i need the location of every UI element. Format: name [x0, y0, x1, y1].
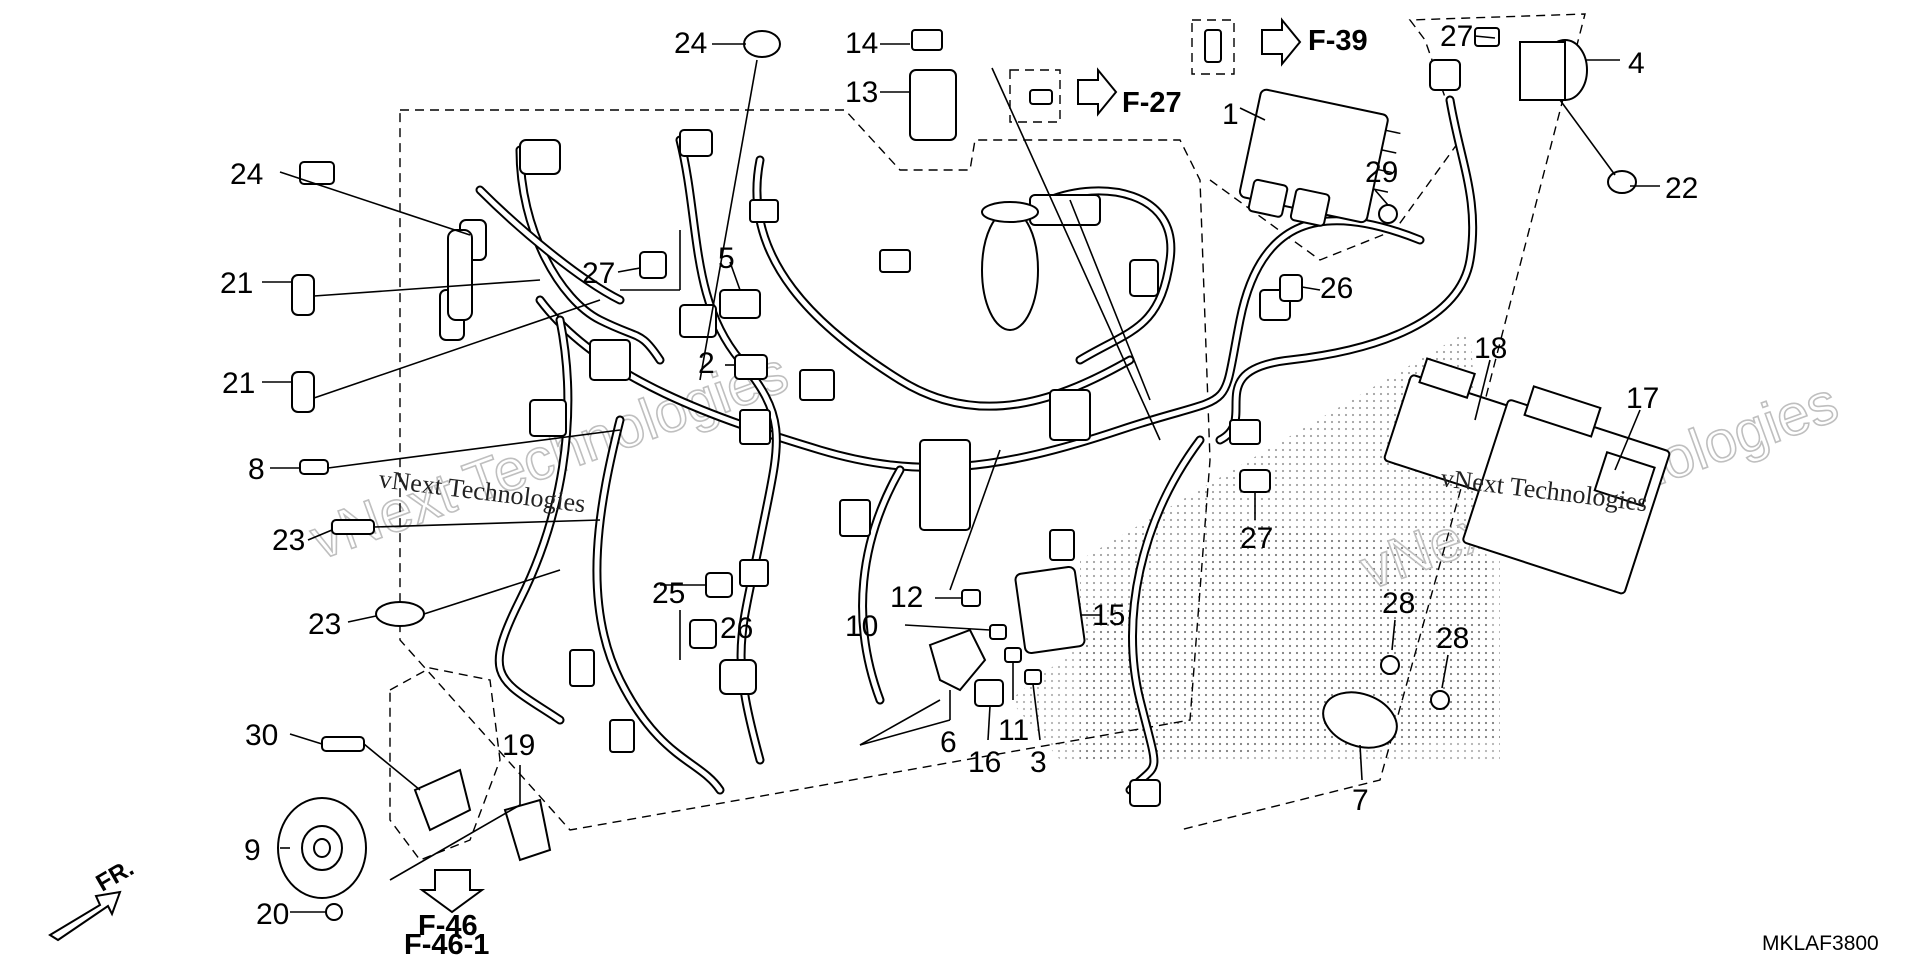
callout-21-b: 21 — [222, 367, 255, 400]
direction-arrow-icon — [48, 890, 122, 942]
callout-17: 17 — [1626, 382, 1659, 415]
part-8-terminal — [299, 459, 329, 475]
callout-26-lower: 26 — [720, 612, 753, 645]
part-21-clip-a — [291, 274, 315, 316]
part-25-clip — [705, 572, 733, 598]
arrow-f46 — [418, 869, 486, 914]
arrow-f39 — [1261, 17, 1302, 67]
callout-30: 30 — [245, 719, 278, 752]
part-14-relay — [909, 69, 957, 141]
part-11-fuse — [1004, 647, 1022, 663]
diagram-code: MKLAF3800 — [1762, 932, 1879, 955]
arrow-f27 — [1077, 67, 1118, 117]
part-19-bracket — [503, 798, 552, 862]
callout-11: 11 — [998, 714, 1029, 747]
callout-19: 19 — [502, 729, 535, 762]
horn-bracket-outline — [389, 667, 501, 861]
ref-f39: F-39 — [1308, 25, 1368, 57]
part-20-screw — [325, 903, 343, 921]
part-6-cover — [928, 628, 987, 692]
part-9-horn — [277, 797, 367, 899]
ref-f46: F-46 — [418, 910, 478, 942]
part-12-fuse — [961, 589, 981, 607]
callout-24-left: 24 — [230, 158, 263, 191]
callout-20: 20 — [256, 898, 289, 931]
part-22-grommet — [1607, 170, 1637, 194]
bolt-f27-box-outline — [1009, 69, 1061, 123]
callout-10: 10 — [845, 610, 878, 643]
callout-2: 2 — [698, 347, 715, 380]
callout-24-top: 24 — [674, 27, 707, 60]
callout-28-b: 28 — [1436, 622, 1469, 655]
callout-6: 6 — [940, 726, 957, 759]
harness-connectors — [439, 129, 1291, 807]
part-23-terminal — [331, 519, 375, 535]
part-2-clip — [734, 354, 768, 380]
part-27-clip-left — [639, 251, 667, 279]
leader-lines — [262, 35, 1660, 913]
part-16-cap — [974, 679, 1004, 707]
ref-f46-1: F-46-1 — [404, 929, 489, 960]
callouts: 24 14 13 24 21 21 8 23 23 27 5 2 25 26 1… — [220, 20, 1698, 931]
part-horn-bracket — [413, 768, 472, 832]
part-4-sensor — [1429, 39, 1588, 101]
callout-18: 18 — [1474, 332, 1507, 365]
part-3-fuse — [1024, 669, 1042, 685]
callout-16: 16 — [968, 746, 1001, 779]
callout-22: 22 — [1665, 172, 1698, 205]
part-24-grommet-top — [743, 30, 781, 58]
callout-4: 4 — [1628, 47, 1645, 80]
part-17-ecu — [1462, 385, 1671, 595]
part-15-clip — [911, 29, 943, 51]
callout-5: 5 — [718, 242, 735, 275]
callout-8: 8 — [248, 453, 265, 486]
callout-23-b: 23 — [308, 608, 341, 641]
parts — [277, 27, 1671, 921]
assembly-outline — [399, 109, 1211, 831]
part-29-bolt — [1378, 204, 1398, 224]
callout-26-upper: 26 — [1320, 272, 1353, 305]
bolt-box-outline — [1191, 19, 1235, 75]
part-10-fuse — [989, 624, 1007, 640]
reference-arrows — [48, 17, 1302, 942]
part-bolt-f27 — [1029, 89, 1053, 105]
callout-27-top: 27 — [1440, 20, 1473, 53]
direction-label: FR. — [92, 854, 139, 897]
references: F-39 F-27 F-46 F-46-1 — [404, 25, 1368, 960]
callout-21-a: 21 — [220, 267, 253, 300]
callout-9: 9 — [244, 834, 261, 867]
part-27-clip-right — [1239, 469, 1271, 493]
callout-27-left: 27 — [582, 257, 615, 290]
part-sensor-cylinder — [447, 229, 473, 321]
part-30-bolt — [321, 736, 365, 752]
part-21-clip-b — [291, 371, 315, 413]
ref-f27: F-27 — [1122, 87, 1182, 119]
part-23-clamp — [375, 601, 425, 627]
part-28-bolt-b — [1430, 690, 1450, 710]
callout-15: 14 — [845, 27, 878, 60]
callout-27-right: 27 — [1240, 522, 1273, 555]
part-13-fusebox — [1014, 565, 1086, 655]
part-28-bolt-a — [1380, 655, 1400, 675]
part-26-clip-lower — [689, 619, 717, 649]
part-26-clip-upper — [1279, 274, 1303, 302]
callout-1: 1 — [1222, 98, 1239, 131]
callout-12: 12 — [890, 581, 923, 614]
callout-13: 15 — [1092, 599, 1125, 632]
callout-7: 7 — [1352, 784, 1369, 817]
part-7-sensor — [1322, 691, 1398, 749]
callout-14: 13 — [845, 76, 878, 109]
part-1-module — [1238, 88, 1401, 227]
part-5-cover — [719, 289, 761, 319]
callout-3: 3 — [1030, 746, 1047, 779]
callout-28-a: 28 — [1382, 587, 1415, 620]
callout-29: 29 — [1365, 156, 1398, 189]
part-bolt-f39 — [1204, 29, 1222, 63]
callout-23-a: 23 — [272, 524, 305, 557]
callout-25: 25 — [652, 577, 685, 610]
